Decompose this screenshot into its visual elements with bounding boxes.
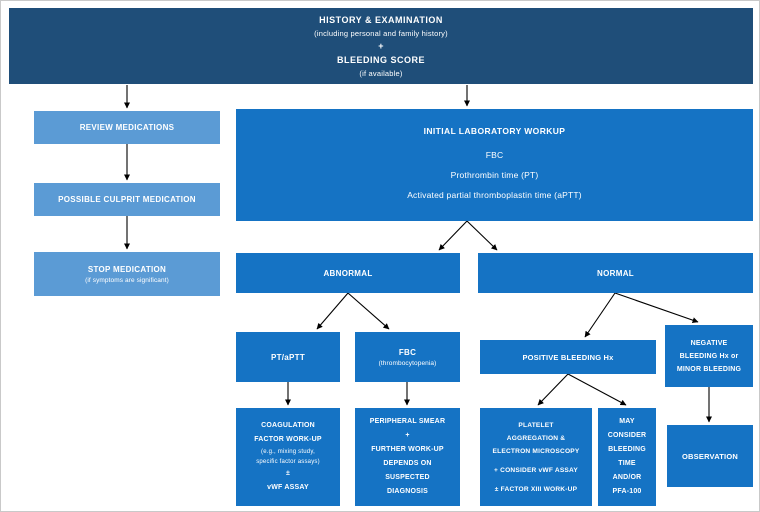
positive-bleeding-label: POSITIVE BLEEDING Hx xyxy=(522,352,614,362)
text-line: SUSPECTED xyxy=(385,474,430,481)
text-line: FBC xyxy=(485,149,504,160)
possible-culprit-label: POSSIBLE CULPRIT MEDICATION xyxy=(58,195,196,204)
platelet-workup-lines: PLATELET AGGREGATION & ELECTRON MICROSCOPY… xyxy=(493,419,580,496)
text-line: COAGULATION xyxy=(261,422,315,429)
bleeding-score-title: BLEEDING SCORE xyxy=(336,54,425,65)
text-line: FACTOR WORK-UP xyxy=(254,436,322,443)
normal-box: NORMAL xyxy=(478,253,753,293)
text-line: + CONSIDER vWF ASSAY xyxy=(494,466,578,474)
text-line: Activated partial thromboplastin time (a… xyxy=(407,189,582,200)
arrow-abnormal-to-ptaptt xyxy=(316,292,349,330)
peripheral-smear-box: PERIPHERAL SMEAR + FURTHER WORK-UP DEPENDS … xyxy=(355,408,460,506)
text-line: BLEEDING Hx or xyxy=(679,352,739,360)
pt-aptt-box: PT/aPTT xyxy=(236,332,340,382)
fbc-note: (thrombocytopenia) xyxy=(378,359,437,367)
initial-workup-title: INITIAL LABORATORY WORKUP xyxy=(423,125,566,136)
text-line: ELECTRON MICROSCOPY xyxy=(492,447,580,455)
text-line: AND/OR xyxy=(612,474,642,481)
fbc-box: FBC (thrombocytopenia) xyxy=(355,332,460,382)
header-subtitle: (including personal and family history) xyxy=(314,28,448,38)
arrow-normal-to-negative xyxy=(614,292,699,324)
observation-box: OBSERVATION xyxy=(667,425,753,487)
text-line: (e.g., mixing study, xyxy=(261,449,315,455)
initial-laboratory-workup-box: INITIAL LABORATORY WORKUP FBC Prothrombin… xyxy=(236,109,753,221)
abnormal-label: ABNORMAL xyxy=(323,268,373,278)
arrow-normal-to-positive xyxy=(584,292,616,338)
possible-culprit-medication-box: POSSIBLE CULPRIT MEDICATION xyxy=(34,183,220,216)
text-line: CONSIDER xyxy=(607,432,647,439)
text-line: PLATELET xyxy=(518,421,554,429)
review-medications-box: REVIEW MEDICATIONS xyxy=(34,111,220,144)
text-line: TIME xyxy=(618,460,636,467)
arrow-workup-to-abnormal xyxy=(438,220,468,251)
text-line: ± FACTOR XIII WORK-UP xyxy=(494,485,578,493)
positive-bleeding-hx-box: POSITIVE BLEEDING Hx xyxy=(480,340,656,374)
negative-bleeding-hx-box: NEGATIVE BLEEDING Hx or MINOR BLEEDING xyxy=(665,325,753,387)
text-line: BLEEDING xyxy=(608,446,646,453)
bleeding-score-note: (if available) xyxy=(359,68,403,78)
may-consider-bleeding-time-box: MAY CONSIDER BLEEDING TIME AND/OR PFA-100 xyxy=(598,408,656,506)
header-title: HISTORY & EXAMINATION xyxy=(319,14,443,25)
text-line: PERIPHERAL SMEAR xyxy=(369,418,446,425)
coagulation-workup-lines: COAGULATION FACTOR WORK-UP (e.g., mixing s… xyxy=(254,419,322,495)
negative-bleeding-lines: NEGATIVE BLEEDING Hx or MINOR BLEEDING xyxy=(677,337,741,376)
text-line: specific factor assays) xyxy=(256,459,320,465)
stop-medication-note: (if symptoms are significant) xyxy=(85,276,169,284)
may-consider-lines: MAY CONSIDER BLEEDING TIME AND/OR PFA-100 xyxy=(608,415,647,499)
text-line: DEPENDS ON xyxy=(383,460,432,467)
arrow-positive-to-platelet xyxy=(537,373,569,406)
arrow-workup-to-normal xyxy=(466,220,498,251)
review-medications-label: REVIEW MEDICATIONS xyxy=(79,123,175,132)
fbc-label: FBC xyxy=(398,347,417,357)
peripheral-smear-lines: PERIPHERAL SMEAR + FURTHER WORK-UP DEPENDS … xyxy=(370,415,445,499)
text-line: NEGATIVE xyxy=(690,339,728,347)
platelet-aggregation-box: PLATELET AGGREGATION & ELECTRON MICROSCOPY… xyxy=(480,408,592,506)
coagulation-factor-workup-box: COAGULATION FACTOR WORK-UP (e.g., mixing s… xyxy=(236,408,340,506)
header-plus: + xyxy=(378,40,384,51)
arrow-abnormal-to-fbc xyxy=(347,292,390,330)
text-line: PFA-100 xyxy=(612,488,642,495)
initial-workup-tests: FBC Prothrombin time (PT) Activated partia… xyxy=(407,145,582,205)
normal-label: NORMAL xyxy=(597,268,634,278)
text-line: MINOR BLEEDING xyxy=(676,365,742,373)
text-line: DIAGNOSIS xyxy=(386,488,429,495)
text-line: AGGREGATION & xyxy=(506,434,566,442)
text-line: MAY xyxy=(619,418,635,425)
pt-aptt-label: PT/aPTT xyxy=(270,352,306,362)
stop-medication-box: STOP MEDICATION (if symptoms are signifi… xyxy=(34,252,220,296)
text-line: Prothrombin time (PT) xyxy=(450,169,539,180)
abnormal-box: ABNORMAL xyxy=(236,253,460,293)
text-line: ± xyxy=(285,470,291,477)
arrow-positive-to-may xyxy=(567,373,627,406)
observation-label: OBSERVATION xyxy=(682,451,738,461)
text-line: FURTHER WORK-UP xyxy=(371,446,444,453)
stop-medication-label: STOP MEDICATION xyxy=(87,264,167,274)
history-examination-box: HISTORY & EXAMINATION (including persona… xyxy=(9,8,753,84)
text-line: + xyxy=(405,432,410,439)
text-line: vWF ASSAY xyxy=(267,484,309,491)
